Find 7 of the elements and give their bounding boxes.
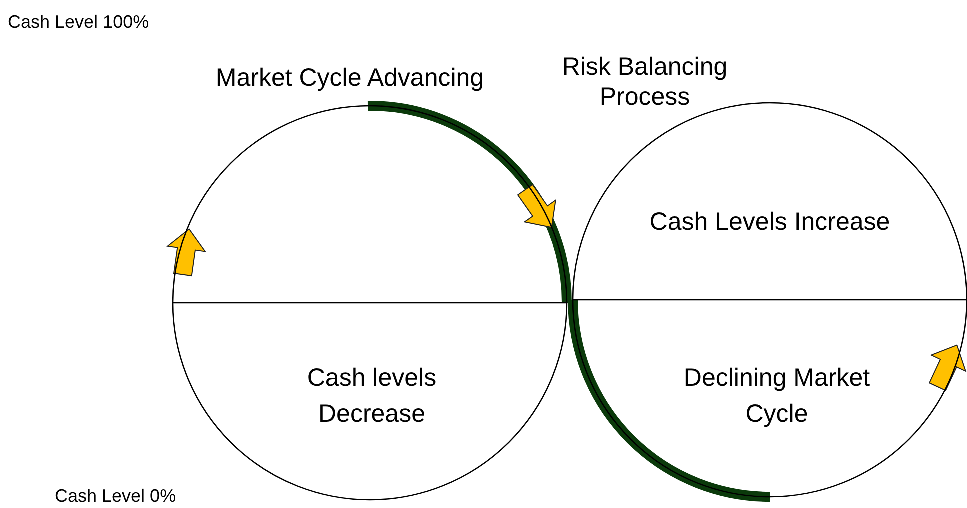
- circle-text: Market Cycle Advancing: [214, 63, 486, 94]
- axis-label: Cash Level 0%: [55, 486, 178, 508]
- axis-label: Cash Level 100%: [8, 12, 150, 34]
- circle-text: Cash levels Decrease: [306, 363, 438, 430]
- axis-label: Risk Balancing Process: [561, 52, 729, 112]
- circle-text: Declining Market Cycle: [682, 363, 872, 430]
- circle-text: Cash Levels Increase: [648, 207, 892, 238]
